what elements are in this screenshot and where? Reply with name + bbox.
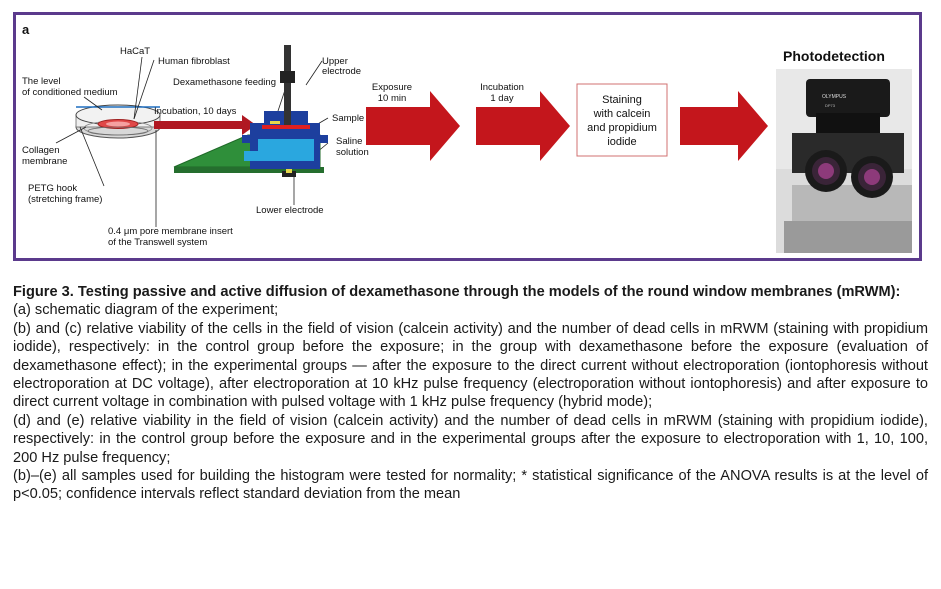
staining-line4: iodide — [607, 136, 636, 148]
staining-line3: and propidium — [587, 122, 657, 134]
caption-item-be: (b)–(e) all samples used for building th… — [13, 468, 928, 503]
staining-line1: Staining — [602, 94, 642, 106]
photodetection-arrow — [680, 91, 768, 161]
panel-letter: a — [22, 22, 30, 37]
figure-caption: Figure 3. Testing passive and active dif… — [13, 283, 928, 504]
microscope-brand: OLYMPUS — [822, 94, 847, 100]
staining-box: Staining with calcein and propidium iodi… — [576, 83, 668, 157]
microscope-model: DP73 — [825, 103, 836, 108]
caption-item-bc: (b) and (c) relative viability of the ce… — [13, 320, 928, 411]
caption-item-a: (a) schematic diagram of the experiment; — [13, 302, 279, 319]
experiment-diagram: a — [22, 22, 912, 253]
label-insert-line1: 0.4 μm pore membrane insert — [108, 226, 233, 237]
label-dexamethasone-feeding: Dexamethasone feeding — [173, 77, 276, 88]
label-human-fibroblast: Human fibroblast — [158, 56, 230, 67]
label-incubation-line2: 1 day — [490, 93, 513, 104]
label-exposure-line2: 10 min — [378, 93, 407, 104]
label-saline-line1: Saline — [336, 136, 362, 147]
label-level-line1: The level — [22, 76, 61, 87]
incubation-step-arrow — [476, 91, 570, 161]
label-upper-electrode-line2: electrode — [322, 66, 361, 77]
sample-membrane — [262, 125, 310, 129]
label-collagen-line1: Collagen — [22, 145, 60, 156]
label-level-line2: of conditioned medium — [22, 87, 118, 98]
figure-panel: a — [13, 12, 922, 261]
photodetection-title: Photodetection — [783, 48, 885, 64]
label-insert-line2: of the Transwell system — [108, 237, 207, 248]
caption-title: Figure 3. Testing passive and active dif… — [13, 284, 901, 300]
caption-item-de: (d) and (e) relative viability in the fi… — [13, 412, 928, 466]
transwell-insert — [75, 104, 161, 139]
label-collagen-line2: membrane — [22, 156, 67, 167]
microscope-image: OLYMPUS DP73 — [776, 69, 912, 253]
lower-electrode — [282, 171, 296, 177]
label-sample: Sample — [332, 113, 364, 124]
label-incubation-line1: Incubation — [480, 82, 524, 93]
exposure-chamber — [173, 45, 328, 177]
label-incubation-10-days: Incubation, 10 days — [154, 106, 237, 117]
label-saline-line2: solution — [336, 147, 369, 158]
upper-electrode-rod — [284, 45, 291, 125]
label-hacat: HaCaT — [120, 46, 150, 57]
incubation-arrow — [154, 115, 256, 135]
staining-line2: with calcein — [593, 108, 651, 120]
label-petg-line2: (stretching frame) — [28, 194, 102, 205]
label-petg-line1: PETG hook — [28, 183, 77, 194]
label-exposure-line1: Exposure — [372, 82, 412, 93]
label-upper-electrode-line1: Upper — [322, 56, 348, 67]
label-lower-electrode: Lower electrode — [256, 205, 324, 216]
exposure-arrow — [366, 91, 460, 161]
